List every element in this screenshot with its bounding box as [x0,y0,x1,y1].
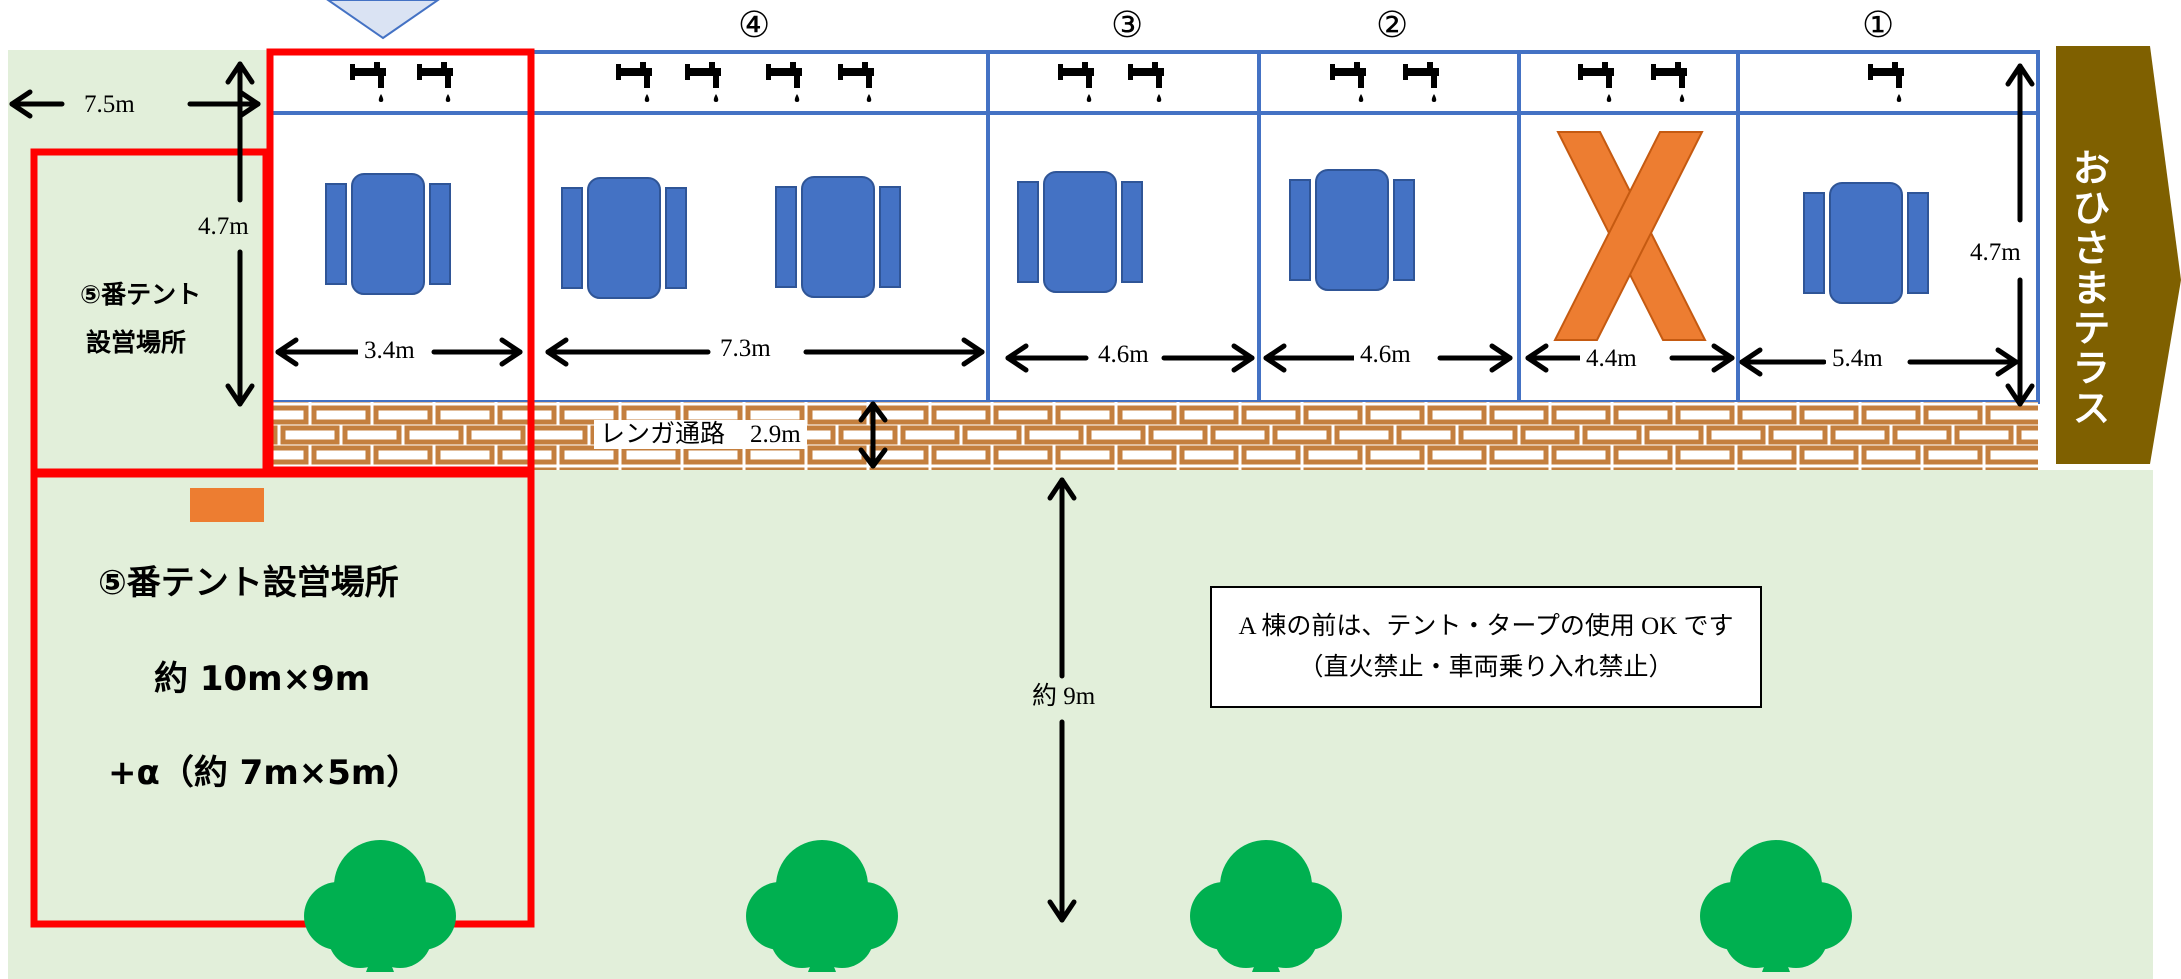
dim-site-width-6: 5.4m [1826,346,1889,371]
tent5-marker [190,488,264,522]
terrace-block [2056,46,2181,464]
dim-lawn-depth: 約 9m [1032,683,1096,710]
dim-depth-right: 4.7m [1970,239,2021,266]
site-number-4: ④ [738,5,771,46]
site-number-2: ② [1376,5,1409,46]
dim-site-width-3: 4.6m [1092,342,1155,367]
tent5-small-label-line1: ⑤番テント [80,280,202,309]
entrance-marker [326,0,440,40]
dim-site-width-2: 7.3m [714,336,777,361]
tent5-large-extra: +α（約 7m×5m） [108,753,421,793]
dim-site-width-1: 3.4m [358,338,421,363]
picnic-table-icon [775,176,901,298]
terrace-label: おひさまテラス [2066,148,2110,428]
usage-notice-line2: （直火禁止・車両乗り入れ禁止） [1298,654,1674,681]
cross-mark-icon [1553,131,1707,341]
tent5-site-top-outline [266,48,535,474]
picnic-table-icon [1289,169,1415,291]
brick-path-label: レンガ通路 2.9m [594,420,807,449]
lawn-left [8,50,270,470]
double-arrow-icons [9,61,2035,923]
picnic-table-icon [561,177,687,299]
site-number-1: ① [1862,5,1895,46]
tent5-small-label-line2: 設営場所 [86,328,187,357]
picnic-table-icon [325,173,451,295]
usage-notice: A 棟の前は、テント・タープの使用 OK です （直火禁止・車両乗り入れ禁止） [1210,586,1762,708]
picnic-table-icon [1803,182,1929,304]
tent5-large-title: ⑤番テント設営場所 [98,563,399,603]
dim-depth-left: 4.7m [198,213,249,240]
dim-total-left: 7.5m [84,91,135,118]
picnic-table-icon [1017,171,1143,293]
usage-notice-line1: A 棟の前は、テント・タープの使用 OK です [1238,612,1734,640]
dim-site-width-5: 4.4m [1580,346,1643,371]
tent5-large-size: 約 10m×9m [154,659,371,699]
tent5-site-large-outline [30,470,535,928]
dim-site-width-4: 4.6m [1354,342,1417,367]
brick-path [270,402,2038,470]
site-number-3: ③ [1111,5,1144,46]
